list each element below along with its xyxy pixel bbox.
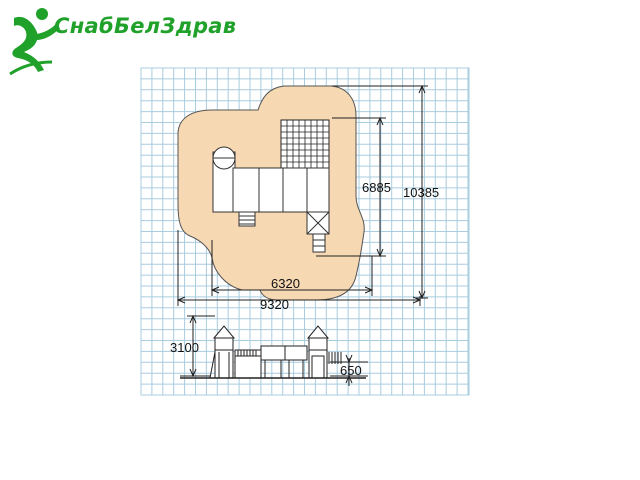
dim-height-total: 10385: [403, 185, 439, 200]
plan-view: [212, 119, 330, 253]
dimension-lines: [176, 84, 428, 386]
dim-width-inner: 6320: [271, 276, 300, 291]
brand-name: СнабБелЗдрав: [54, 14, 237, 38]
dim-width-total: 9320: [260, 297, 289, 312]
brand-logo: СнабБелЗдрав: [6, 4, 236, 78]
runner-logo-icon: [9, 8, 60, 76]
dim-height-inner: 6885: [362, 180, 391, 195]
dim-elevation-base: 650: [340, 363, 362, 378]
dim-elevation-height: 3100: [170, 340, 199, 355]
elevation-view: [180, 325, 366, 379]
